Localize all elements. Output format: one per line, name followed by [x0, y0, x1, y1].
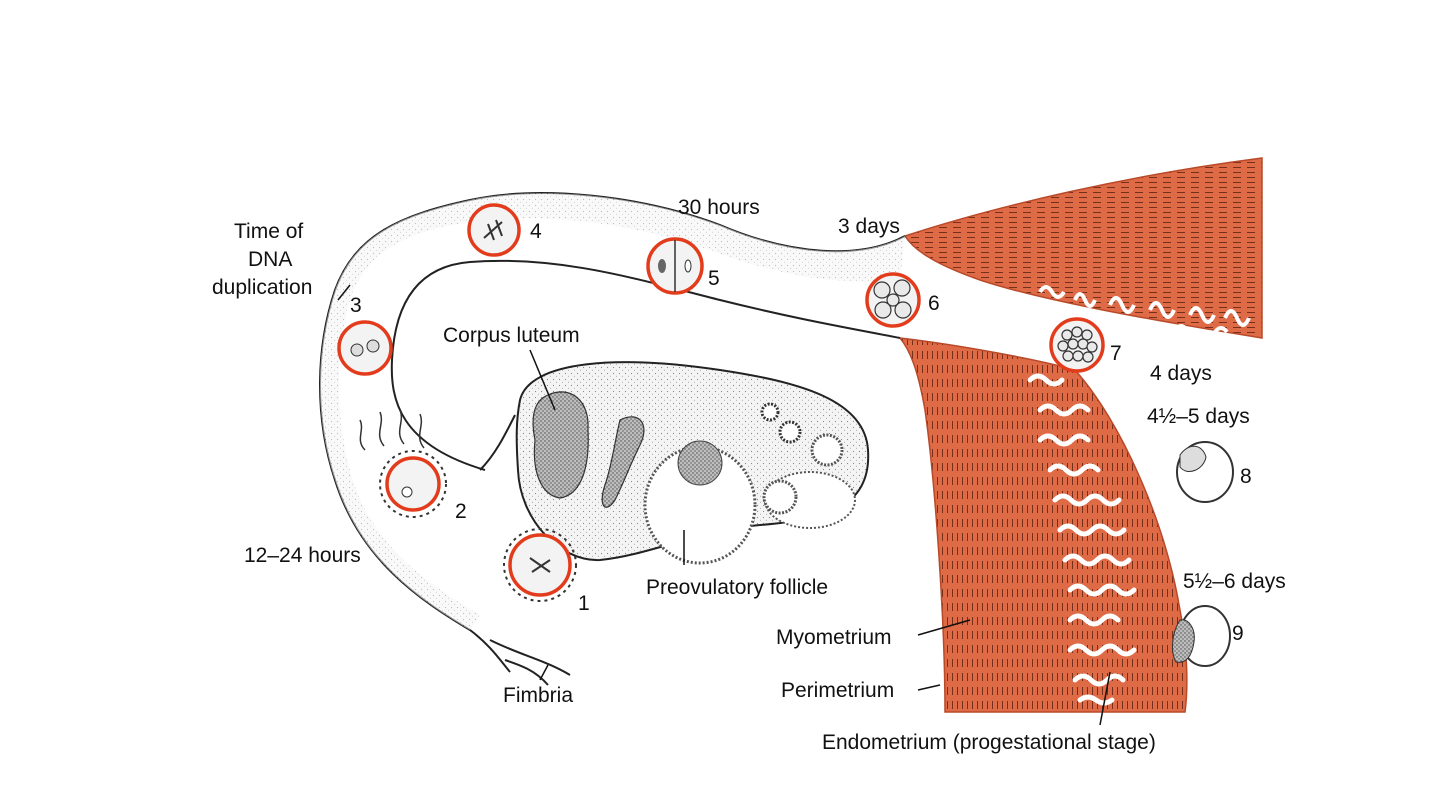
myometrium-leader	[917, 619, 971, 636]
fimbria-leader	[539, 664, 549, 681]
stage-1-oocyte	[503, 528, 577, 602]
label-preovulatory-follicle: Preovulatory follicle	[646, 576, 828, 599]
stage-number-8: 8	[1240, 465, 1252, 488]
label-4-5-5-days: 4½–5 days	[1147, 405, 1250, 428]
endometrium-leader	[1099, 671, 1111, 726]
corpus-luteum-leader	[529, 349, 556, 411]
stage-8-blastocyst	[1176, 441, 1234, 503]
label-fimbria: Fimbria	[503, 684, 573, 707]
stage-number-7: 7	[1110, 342, 1122, 365]
label-30-hours: 30 hours	[678, 196, 760, 219]
label-myometrium: Myometrium	[776, 626, 892, 649]
stage-3-pronuclei	[337, 320, 393, 376]
label-dna: DNA	[248, 248, 292, 271]
label-endometrium: Endometrium (progestational stage)	[822, 731, 1156, 754]
label-3-days: 3 days	[838, 215, 900, 238]
label-4-days: 4 days	[1150, 362, 1212, 385]
stage-number-3: 3	[350, 294, 362, 317]
label-5-5-6-days: 5½–6 days	[1183, 570, 1286, 593]
uterine-tube	[319, 192, 906, 686]
stage-4-first-cleavage	[467, 203, 521, 257]
stage-5-two-cell	[646, 237, 704, 295]
label-perimetrium: Perimetrium	[781, 679, 894, 702]
perimetrium-leader	[917, 684, 941, 691]
ovary	[515, 361, 870, 565]
stage-number-2: 2	[455, 500, 467, 523]
stage-number-5: 5	[708, 267, 720, 290]
uterus-upper-wall	[903, 157, 1263, 339]
label-duplication: duplication	[212, 276, 312, 299]
uterus-lower-wall	[898, 337, 1188, 713]
stage-9-implantation	[1172, 605, 1231, 667]
stage-number-1: 1	[578, 592, 590, 615]
dna-leader	[337, 284, 351, 301]
label-corpus-luteum: Corpus luteum	[443, 324, 580, 347]
stage-6-four-cell	[865, 272, 921, 328]
corpus-luteum-body	[532, 391, 589, 499]
stage-number-9: 9	[1232, 622, 1244, 645]
stage-number-6: 6	[928, 292, 940, 315]
stage-number-4: 4	[530, 220, 542, 243]
stage-2-fertilization	[359, 409, 447, 518]
stage-7-morula	[1049, 317, 1105, 373]
label-12-24-hours: 12–24 hours	[244, 544, 361, 567]
label-time-of: Time of	[234, 220, 303, 243]
